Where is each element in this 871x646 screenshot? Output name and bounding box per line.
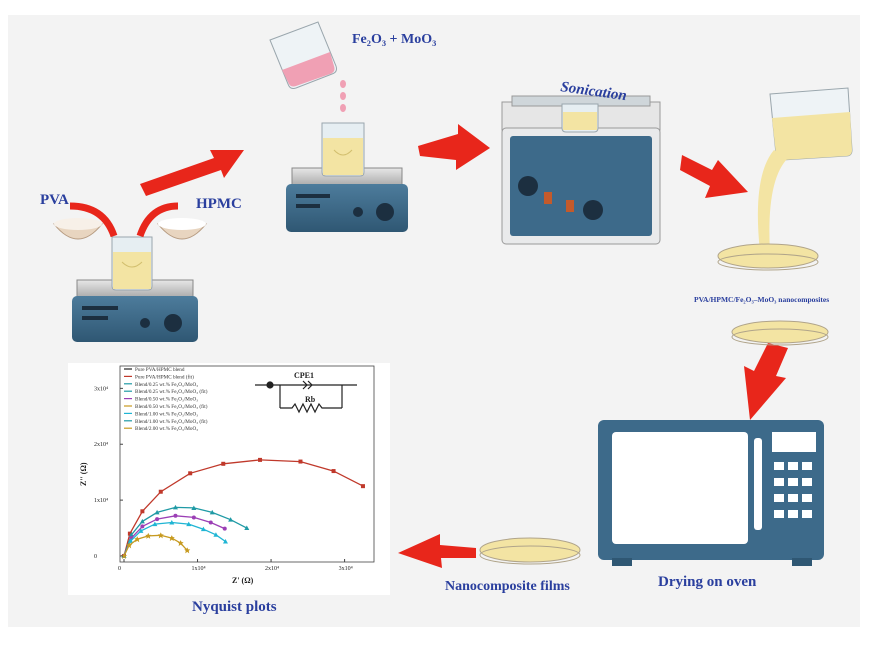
arrow-step2 xyxy=(418,124,490,170)
petri-dish-nanocomposite xyxy=(731,320,829,346)
oven xyxy=(598,420,824,566)
circuit-rb-label: Rb xyxy=(305,395,316,404)
hotplate-2 xyxy=(286,167,408,232)
data-point xyxy=(222,526,227,531)
data-point xyxy=(191,515,196,520)
data-point xyxy=(209,509,215,515)
data-point xyxy=(157,532,164,539)
chart-ticks: 0 1x10⁴ 2x10⁴ 3x10⁴ 0 1x10⁴ 2x10⁴ 3x10⁴ xyxy=(94,386,353,572)
data-point xyxy=(140,509,145,514)
sonicator xyxy=(501,95,661,245)
petri-dish-casting xyxy=(717,243,819,271)
data-point xyxy=(138,528,144,533)
data-point xyxy=(208,520,213,525)
data-point xyxy=(139,518,145,524)
data-point xyxy=(155,517,160,522)
y-tick-label: 0 xyxy=(94,554,97,560)
data-point xyxy=(221,461,226,466)
data-point xyxy=(154,509,160,515)
data-point xyxy=(121,553,127,559)
bowl-pva xyxy=(52,218,104,240)
data-point xyxy=(126,542,133,549)
data-point xyxy=(134,536,141,543)
data-point xyxy=(186,521,192,527)
x-tick-label: 1x10⁴ xyxy=(192,566,206,572)
pouring-beaker-solution xyxy=(757,87,853,252)
series-fit-line xyxy=(123,459,364,557)
arrow-step5 xyxy=(398,534,476,568)
data-point xyxy=(200,526,206,532)
label-hpmc: HPMC xyxy=(196,196,242,212)
data-point xyxy=(145,532,152,539)
petri-dish-film xyxy=(479,537,581,565)
arrow-step4 xyxy=(744,343,788,420)
data-point xyxy=(184,547,191,554)
data-point xyxy=(213,532,219,537)
data-point xyxy=(168,535,175,542)
label-drying: Drying on oven xyxy=(658,574,757,590)
legend-entry: Blend/0.50 wt.% Fe₂O₃/MoO₃ xyxy=(135,397,198,403)
beaker-1 xyxy=(111,236,153,291)
y-tick-label: 1x10⁴ xyxy=(94,498,108,504)
legend-entry: Blend/1.00 wt.% Fe₂O₃/MoO₃ xyxy=(135,411,198,417)
chart-marks xyxy=(121,457,365,559)
data-point xyxy=(140,524,145,529)
label-pva: PVA xyxy=(40,192,69,208)
label-oxides: Fe₂O₃ + MoO₃ xyxy=(352,32,436,47)
data-point xyxy=(360,484,365,489)
data-point xyxy=(188,471,193,476)
legend-entry: Blend/0.25 wt.% Fe₂O₃/MoO₃ (fit) xyxy=(135,388,208,395)
chart-ylabel: Z'' (Ω) xyxy=(79,462,88,486)
chart-plot-frame xyxy=(119,365,375,563)
data-point xyxy=(222,538,228,544)
x-tick-label: 2x10⁴ xyxy=(265,566,279,572)
arrow-hpmc-to-beaker xyxy=(136,202,179,238)
data-point xyxy=(173,513,178,518)
data-point xyxy=(127,531,132,536)
x-tick-label: 0 xyxy=(118,566,121,572)
arrow-step3 xyxy=(680,155,748,198)
label-films: Nanocomposite films xyxy=(445,579,570,594)
data-point xyxy=(158,489,163,494)
data-point xyxy=(128,538,134,543)
series-fit-line xyxy=(123,515,225,557)
legend-entry: Blend/1.00 wt.% Fe₂O₃/MoO₃ (fit) xyxy=(135,418,208,425)
data-point xyxy=(244,525,250,531)
x-tick-label: 3x10⁴ xyxy=(339,566,353,572)
equivalent-circuit: CPE1 Rb xyxy=(255,371,357,414)
y-tick-label: 3x10⁴ xyxy=(94,386,108,392)
bowl-hpmc xyxy=(156,218,208,240)
beaker-2 xyxy=(321,122,365,177)
y-tick-label: 2x10⁴ xyxy=(94,442,108,448)
arrow-pva-to-beaker xyxy=(69,202,118,238)
data-point xyxy=(258,457,263,462)
data-point xyxy=(191,505,197,510)
data-point xyxy=(331,469,336,474)
data-point xyxy=(177,540,184,547)
data-point xyxy=(228,517,234,522)
circuit-cpe-label: CPE1 xyxy=(294,371,314,380)
data-point xyxy=(298,459,303,464)
label-nanocomposites: PVA/HPMC/Fe₂O₃–MoO₃ nanocomposites xyxy=(694,295,829,304)
data-point xyxy=(169,519,175,525)
legend-entry: Pure PVA/HPMC blend (fit) xyxy=(135,373,194,380)
legend-entry: Blend/0.50 wt.% Fe₂O₃/MoO₃ (fit) xyxy=(135,403,208,410)
chart-xlabel: Z' (Ω) xyxy=(232,576,254,585)
data-point xyxy=(128,532,134,537)
data-point xyxy=(152,521,158,527)
hotplate-1 xyxy=(72,279,198,342)
legend-entry: Blend/2.00 wt.% Fe₂O₃/MoO₃ xyxy=(135,426,198,432)
pouring-beaker-oxides xyxy=(269,21,346,112)
legend-entry: Blend/0.25 wt.% Fe₂O₃/MoO₃ xyxy=(135,382,198,388)
label-nyquist: Nyquist plots xyxy=(192,599,277,615)
data-point xyxy=(172,504,178,510)
arrow-step1 xyxy=(140,150,244,196)
legend-entry: Pure PVA/HPMC blend xyxy=(135,367,185,373)
